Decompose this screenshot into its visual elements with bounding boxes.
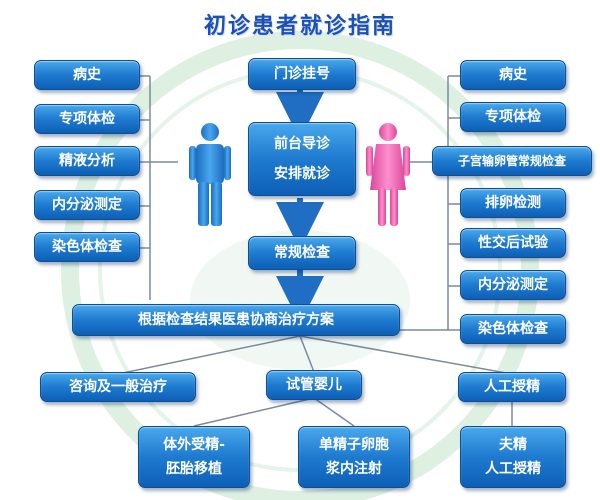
triage-line-1: 前台导诊 (274, 136, 330, 152)
female-physical-exam-box: 专项体检 (460, 102, 566, 132)
left-bracket (140, 75, 178, 300)
registration-box: 门诊挂号 (248, 58, 356, 90)
semen-analysis-box: 精液分析 (34, 146, 140, 176)
ivf-et-line-2: 胚胎移植 (166, 461, 222, 477)
triage-line-2: 安排就诊 (274, 166, 330, 182)
ivf-box: 试管婴儿 (266, 370, 362, 400)
uterine-tubal-exam-box: 子宫输卵管常规检查 (432, 146, 592, 176)
male-chromosome-box: 染色体检查 (34, 232, 140, 262)
treatment-to-sub-lines (193, 397, 513, 427)
ovulation-test-box: 排卵检测 (460, 188, 566, 218)
icsi-box: 单精子卵胞 浆内注射 (298, 426, 410, 488)
triage-box: 前台导诊 安排就诊 (248, 122, 356, 196)
ivf-et-box: 体外受精- 胚胎移植 (138, 426, 250, 488)
male-history-box: 病史 (34, 60, 140, 90)
treatment-plan-box: 根据检查结果医患协商治疗方案 (72, 304, 400, 336)
husband-ai-line-1: 夫精 (499, 437, 527, 453)
female-chromosome-box: 染色体检查 (460, 314, 566, 344)
artificial-insemination-box: 人工授精 (458, 372, 566, 402)
female-history-box: 病史 (460, 60, 566, 90)
plan-to-treatment-lines (117, 335, 513, 375)
husband-ai-box: 夫精 人工授精 (460, 426, 566, 488)
male-endocrine-box: 内分泌测定 (34, 190, 140, 220)
female-figure-icon (366, 123, 410, 226)
consult-treatment-box: 咨询及一般治疗 (40, 372, 196, 402)
routine-exam-box: 常规检查 (248, 236, 356, 270)
icsi-line-2: 浆内注射 (326, 461, 382, 477)
icsi-line-1: 单精子卵胞 (319, 437, 389, 453)
male-figure-icon (189, 123, 231, 226)
postcoital-test-box: 性交后试验 (460, 228, 566, 258)
male-physical-exam-box: 专项体检 (34, 104, 140, 134)
page-title: 初诊患者就诊指南 (203, 14, 396, 39)
husband-ai-line-2: 人工授精 (485, 461, 541, 477)
ivf-et-line-1: 体外受精- (163, 437, 225, 453)
female-endocrine-box: 内分泌测定 (460, 270, 566, 300)
